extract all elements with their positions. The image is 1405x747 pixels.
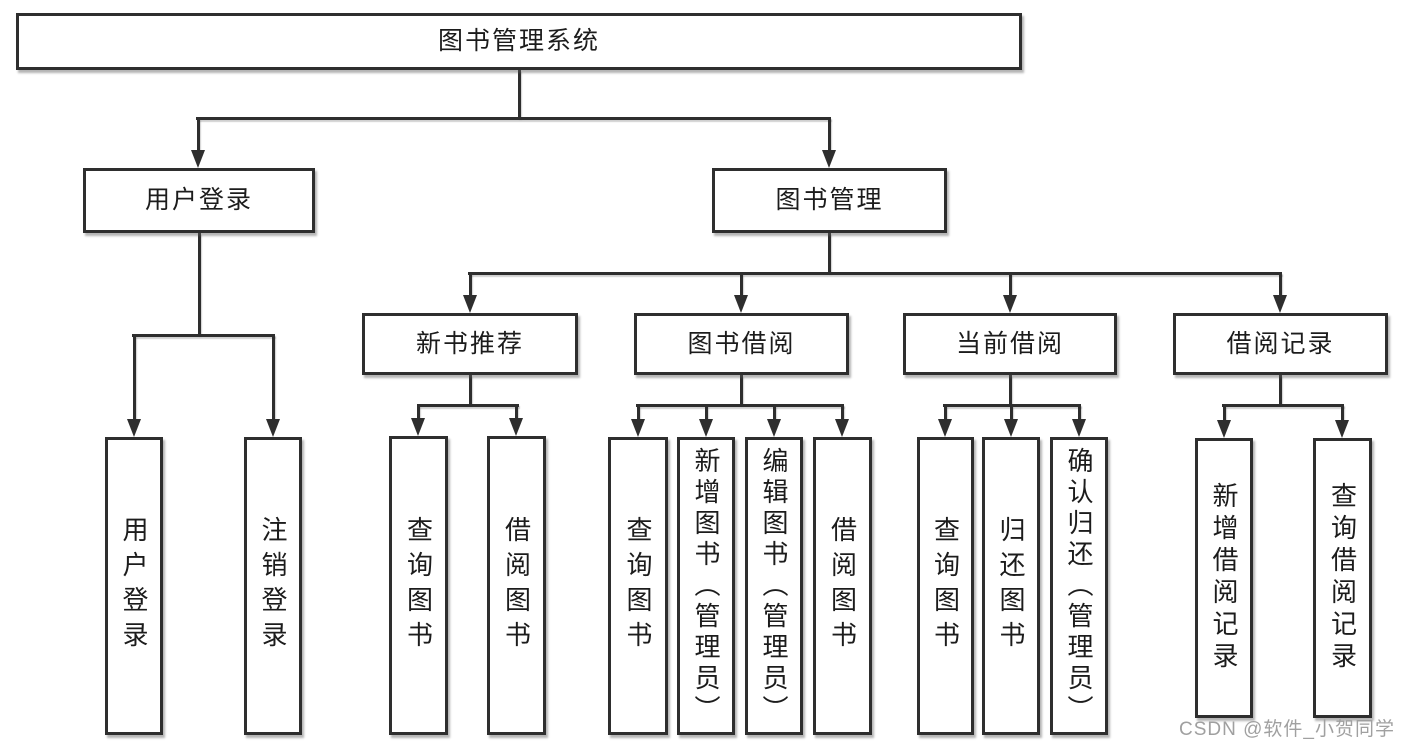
- node-label-br-add: 新增借阅记录: [1209, 482, 1239, 674]
- node-cb-confirm: 确认归还（管理员）: [1050, 437, 1108, 735]
- node-current-borrow: 当前借阅: [903, 313, 1117, 375]
- arrow-down-icon: [410, 418, 425, 436]
- connector-line: [739, 375, 743, 405]
- node-book-mgmt: 图书管理: [712, 168, 947, 233]
- node-bb-borrow: 借阅图书: [813, 437, 872, 735]
- connector-line: [468, 375, 472, 405]
- connector-line: [416, 405, 420, 419]
- node-cb-query: 查询图书: [917, 437, 974, 735]
- node-label-user-login: 用户登录: [144, 186, 253, 214]
- node-label-nbr-borrow: 借阅图书: [501, 515, 532, 656]
- arrow-down-icon: [265, 419, 280, 437]
- node-label-bb-borrow: 借阅图书: [827, 516, 858, 656]
- connector-line: [1278, 273, 1282, 296]
- node-bb-edit: 编辑图书（管理员）: [745, 437, 803, 735]
- arrow-down-icon: [937, 419, 952, 437]
- node-label-root: 图书管理系统: [437, 27, 600, 55]
- node-label-book-borrow: 图书借阅: [687, 329, 796, 358]
- arrow-down-icon: [698, 419, 713, 437]
- node-label-book-mgmt: 图书管理: [775, 186, 884, 214]
- connector-line: [271, 335, 275, 420]
- node-br-add: 新增借阅记录: [1195, 438, 1253, 718]
- arrow-down-icon: [190, 150, 205, 168]
- node-br-query: 查询借阅记录: [1313, 438, 1372, 718]
- connector-line: [417, 403, 519, 407]
- node-label-nbr-query: 查询图书: [403, 515, 434, 656]
- csdn-watermark: CSDN @软件_小贺同学: [1179, 719, 1395, 740]
- node-label-br-query: 查询借阅记录: [1327, 482, 1358, 674]
- arrow-down-icon: [1002, 295, 1017, 313]
- connector-line: [772, 405, 776, 420]
- connector-line: [943, 405, 947, 420]
- node-label-bb-add: 新增图书（管理员）: [691, 446, 721, 726]
- node-label-bb-query: 查询图书: [623, 516, 653, 656]
- connector-line: [827, 233, 831, 273]
- connector-line: [132, 335, 136, 420]
- connector-line: [517, 70, 521, 118]
- node-label-borrow-records: 借阅记录: [1226, 329, 1335, 358]
- connector-line: [1008, 273, 1012, 296]
- node-book-borrow: 图书借阅: [634, 313, 849, 375]
- connector-line: [1222, 405, 1226, 421]
- node-nbr-query: 查询图书: [389, 436, 448, 735]
- arrow-down-icon: [766, 419, 781, 437]
- arrow-down-icon: [1272, 295, 1287, 313]
- arrow-down-icon: [630, 419, 645, 437]
- node-nbr-borrow: 借阅图书: [487, 436, 546, 735]
- node-label-cb-confirm: 确认归还（管理员）: [1064, 446, 1094, 726]
- arrow-down-icon: [1003, 419, 1018, 437]
- connector-line: [1278, 375, 1282, 405]
- node-leaf-logout: 注销登录: [244, 437, 302, 735]
- node-label-new-book-rec: 新书推荐: [415, 329, 524, 358]
- connector-line: [197, 233, 201, 335]
- connector-line: [468, 273, 472, 296]
- connector-line: [1009, 405, 1013, 420]
- node-label-cb-return: 归还图书: [996, 516, 1026, 656]
- arrow-down-icon: [1071, 419, 1086, 437]
- node-label-leaf-user-login: 用户登录: [119, 516, 149, 656]
- node-bb-query: 查询图书: [608, 437, 668, 735]
- arrow-down-icon: [733, 295, 748, 313]
- connector-line: [1222, 403, 1344, 407]
- node-cb-return: 归还图书: [982, 437, 1040, 735]
- arrow-down-icon: [1216, 420, 1231, 438]
- connector-line: [1340, 405, 1344, 421]
- connector-line: [196, 116, 831, 120]
- node-user-login: 用户登录: [83, 168, 315, 233]
- arrow-down-icon: [126, 419, 141, 437]
- node-label-leaf-logout: 注销登录: [258, 516, 288, 656]
- connector-line: [468, 271, 1282, 275]
- connector-line: [636, 403, 844, 407]
- arrow-down-icon: [1334, 420, 1349, 438]
- connector-line: [739, 273, 743, 296]
- connector-line: [514, 405, 518, 419]
- arrow-down-icon: [834, 419, 849, 437]
- connector-line: [132, 333, 275, 337]
- connector-line: [840, 405, 844, 420]
- connector-line: [704, 405, 708, 420]
- node-label-cb-query: 查询图书: [930, 516, 961, 656]
- connector-line: [1008, 375, 1012, 405]
- node-borrow-records: 借阅记录: [1173, 313, 1388, 375]
- connector-line: [636, 405, 640, 420]
- arrow-down-icon: [821, 150, 836, 168]
- node-leaf-user-login: 用户登录: [105, 437, 163, 735]
- arrow-down-icon: [508, 418, 523, 436]
- connector-line: [196, 118, 200, 151]
- node-label-bb-edit: 编辑图书（管理员）: [759, 446, 789, 726]
- connector-line: [827, 118, 831, 151]
- node-label-current-borrow: 当前借阅: [955, 329, 1064, 358]
- node-bb-add: 新增图书（管理员）: [677, 437, 735, 735]
- node-new-book-rec: 新书推荐: [362, 313, 578, 375]
- connector-line: [1077, 405, 1081, 420]
- node-root: 图书管理系统: [16, 13, 1022, 70]
- arrow-down-icon: [462, 295, 477, 313]
